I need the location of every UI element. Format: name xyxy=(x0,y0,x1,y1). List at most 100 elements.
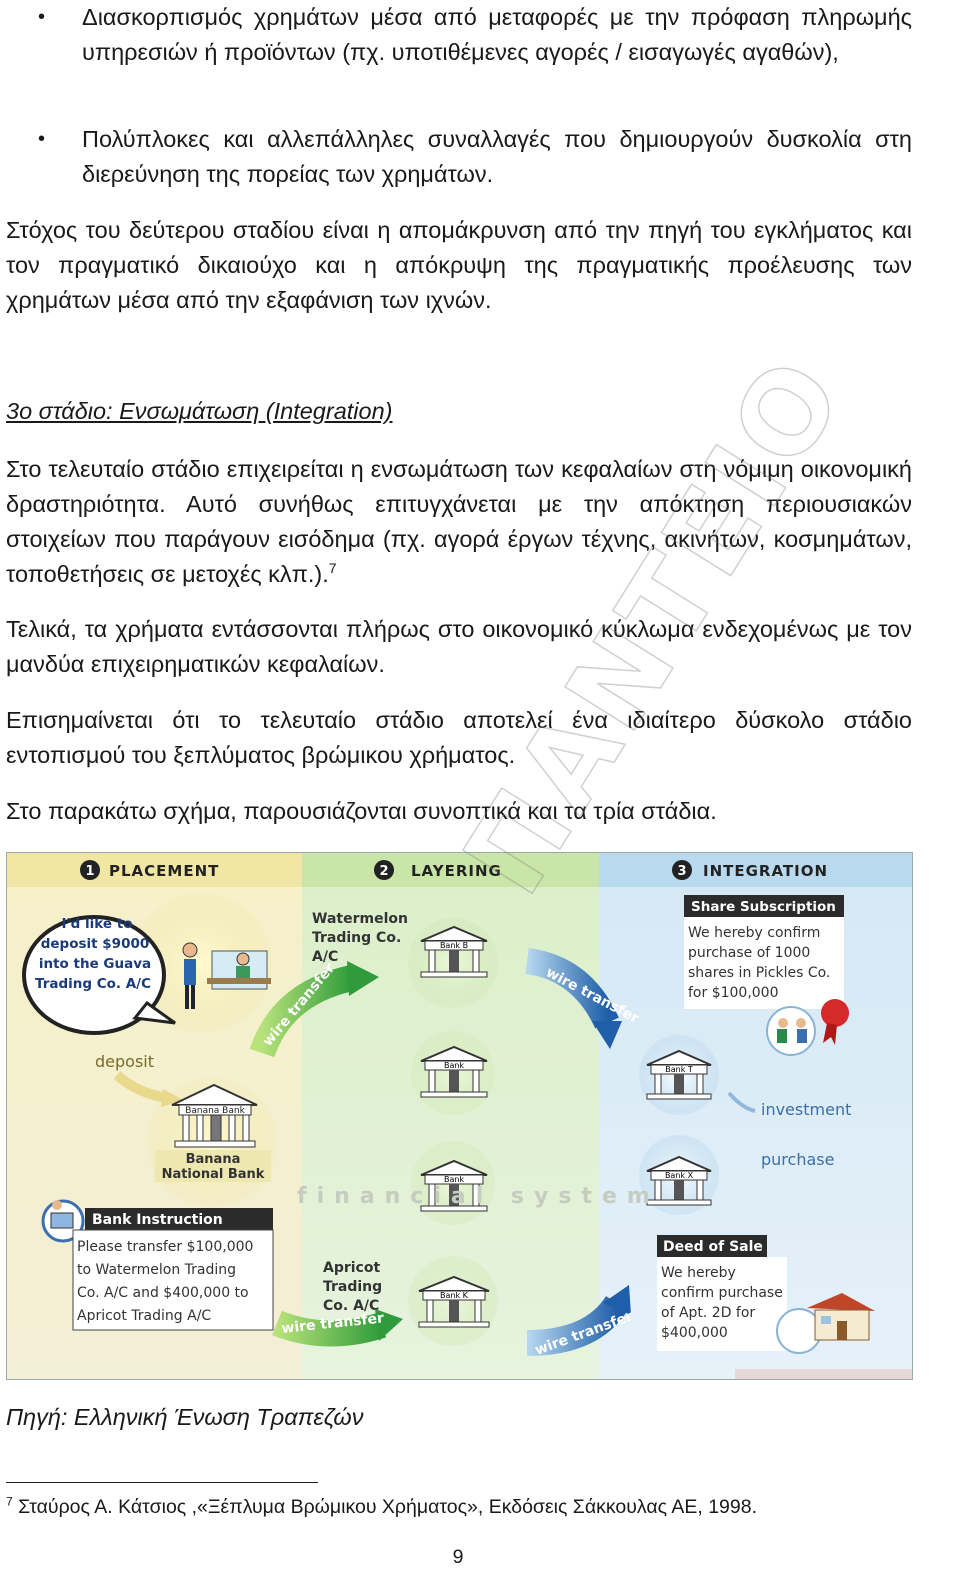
bank-t-sign: Bank T xyxy=(665,1065,693,1074)
bank-instruction-header xyxy=(85,1208,273,1230)
speech-line: Trading Co. A/C xyxy=(35,976,151,992)
bank-k-sign: Bank K xyxy=(440,1291,469,1300)
banana-bank-icon xyxy=(171,1083,258,1148)
watermelon-line: Trading Co. xyxy=(312,930,401,946)
apricot-line: Apricot xyxy=(323,1260,380,1276)
financial-system-label: financial system xyxy=(297,1184,660,1209)
wire-transfer-arrowhead xyxy=(347,961,379,996)
wire-transfer-arrowhead xyxy=(592,1021,622,1049)
speech-bubble-tail xyxy=(132,1000,176,1025)
paragraph-finally: Τελικά, τα χρήματα εντάσσονται πλήρως στ… xyxy=(6,616,912,677)
deed-line: $400,000 xyxy=(661,1325,728,1341)
share-line: purchase of 1000 xyxy=(688,945,810,961)
instruction-line: to Watermelon Trading xyxy=(77,1262,236,1278)
wire-transfer-arrow-bottom-right xyxy=(526,1295,629,1356)
banana-bank-sign: Banana Bank xyxy=(185,1106,245,1116)
bank-instruction-title: Bank Instruction xyxy=(92,1212,223,1228)
bank-x-icon xyxy=(646,1155,712,1206)
share-line: We hereby confirm xyxy=(688,925,820,941)
placement-title: PLACEMENT xyxy=(109,862,219,880)
bank-low-sign: Bank xyxy=(444,1175,464,1184)
wire-transfer-arrow-top-right xyxy=(524,948,619,1029)
share-line: for $100,000 xyxy=(688,985,779,1001)
share-subscription-card xyxy=(684,917,844,1009)
paragraph-integration-text: Στο τελευταίο στάδιο επιχειρείται η ενσω… xyxy=(6,456,912,587)
placement-header-bg xyxy=(7,853,302,887)
instruction-line: Please transfer $100,000 xyxy=(77,1239,253,1255)
step-1-badge xyxy=(80,860,100,880)
footnote-separator xyxy=(6,1482,318,1483)
bank-teller-scene xyxy=(182,942,271,1009)
bullet-item-2: Πολύπλοκες και αλλεπάλληλες συναλλαγές π… xyxy=(82,126,912,187)
instruction-line: Co. A/C and $400,000 to xyxy=(77,1285,249,1301)
bullet-item-1: Διασκορπισμός χρημάτων μέσα από μεταφορέ… xyxy=(82,4,912,65)
apricot-line: Co. A/C xyxy=(323,1298,379,1314)
step-2-number: 2 xyxy=(379,864,388,879)
bank-instruction-card xyxy=(72,1229,274,1331)
wire-transfer-arrowhead xyxy=(603,1285,631,1315)
investment-label: investment xyxy=(761,1100,851,1119)
deposit-label: deposit xyxy=(95,1052,154,1071)
step-3-badge xyxy=(672,860,692,880)
instruction-line: Apricot Trading A/C xyxy=(77,1308,211,1324)
speech-line: I'd like to xyxy=(62,916,133,932)
speech-bubble xyxy=(22,915,166,1035)
deed-line: confirm purchase xyxy=(661,1285,783,1301)
house-icon xyxy=(776,1293,875,1354)
investment-arrow xyxy=(727,1091,756,1113)
bank-mid-sign: Bank xyxy=(444,1061,464,1070)
section-heading-integration: 3ο στάδιο: Ενσωμάτωση (Integration) xyxy=(6,398,393,424)
money-laundering-stages-figure: 1 PLACEMENT 2 LAYERING 3 INTEGRATION I'd… xyxy=(6,852,913,1380)
paragraph-figure-intro: Στο παρακάτω σχήμα, παρουσιάζονται συνοπ… xyxy=(6,798,717,824)
speech-line: into the Guava xyxy=(39,956,151,972)
bank-k-icon xyxy=(418,1275,490,1328)
wire-transfer-arrow-bottom-left xyxy=(272,1310,387,1347)
integration-header-bg xyxy=(599,853,912,887)
deed-line: of Apt. 2D for xyxy=(661,1305,755,1321)
footnote-text: Σταύρος Α. Κάτσιος ,«Ξέπλυμα Βρώμικου Χρ… xyxy=(18,1496,758,1518)
paragraph-note: Επισημαίνεται ότι το τελευταίο στάδιο απ… xyxy=(6,707,912,768)
deed-of-sale-title: Deed of Sale xyxy=(663,1239,763,1255)
purchase-label: purchase xyxy=(761,1150,834,1169)
bank-b-icon xyxy=(420,925,488,978)
deposit-arrow xyxy=(113,1071,168,1103)
banana-bank-name-line1: Banana xyxy=(186,1152,241,1167)
step-3-number: 3 xyxy=(677,864,686,879)
deposit-arrowhead xyxy=(161,1089,183,1107)
share-line: shares in Pickles Co. xyxy=(688,965,830,981)
apricot-line: Trading xyxy=(323,1279,382,1295)
page-number: 9 xyxy=(452,1546,464,1568)
banana-bank-name-line2: National Bank xyxy=(162,1167,265,1182)
wire-transfer-arrow-top-left xyxy=(249,965,355,1058)
step-2-badge xyxy=(374,860,394,880)
deed-line: We hereby xyxy=(661,1265,736,1281)
footnote-number: 7 xyxy=(6,1494,13,1509)
layering-header-bg xyxy=(302,853,599,887)
bottom-right-strip xyxy=(735,1369,912,1379)
layering-title: LAYERING xyxy=(411,862,502,880)
share-subscription-header xyxy=(684,895,844,917)
wire-transfer-arrowhead xyxy=(375,1309,403,1341)
paragraph-integration: Στο τελευταίο στάδιο επιχειρείται η ενσω… xyxy=(6,452,912,592)
deed-of-sale-card xyxy=(657,1257,787,1351)
integration-title: INTEGRATION xyxy=(703,862,828,880)
paragraph-stage2-goal: Στόχος του δεύτερου σταδίου είναι η απομ… xyxy=(6,217,912,313)
figure-source: Πηγή: Ελληνική Ένωση Τραπεζών xyxy=(6,1404,364,1430)
bullet-marker: • xyxy=(38,6,46,28)
bullet-marker: • xyxy=(38,128,46,150)
banana-bank-nameplate xyxy=(155,1150,271,1182)
bank-x-sign: Bank X xyxy=(665,1171,694,1180)
watermelon-line: A/C xyxy=(312,949,338,965)
bank-t-icon xyxy=(646,1049,712,1100)
handshake-icon xyxy=(766,1006,816,1056)
footnote-reference[interactable]: 7 xyxy=(328,560,337,577)
deed-of-sale-header xyxy=(657,1235,767,1257)
step-1-number: 1 xyxy=(85,864,94,879)
bank-low-icon xyxy=(420,1159,488,1212)
footnote: 7 Σταύρος Α. Κάτσιος ,«Ξέπλυμα Βρώμικου … xyxy=(6,1492,757,1522)
share-subscription-title: Share Subscription xyxy=(691,899,836,915)
bank-mid-icon xyxy=(420,1045,488,1098)
speech-line: deposit $9000 xyxy=(41,936,150,952)
watermelon-line: Watermelon xyxy=(312,911,408,927)
